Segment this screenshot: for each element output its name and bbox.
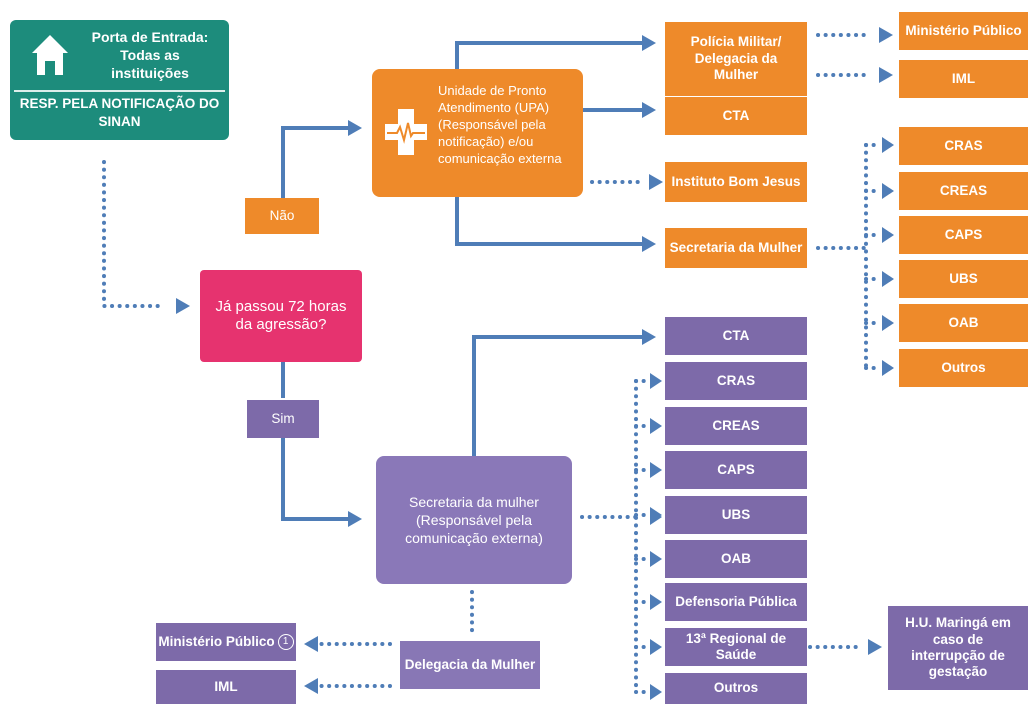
ubs-orange-box: UBS bbox=[899, 260, 1028, 298]
secretaria-mulher-box: Secretaria da mulher (Responsável pela c… bbox=[376, 456, 572, 584]
dotted-arrowheads bbox=[176, 27, 894, 700]
caps-purple-box: CAPS bbox=[665, 451, 807, 489]
upa-text: Unidade de Pronto Atendimento (UPA) (Res… bbox=[438, 83, 562, 166]
creas-orange-box: CREAS bbox=[899, 172, 1028, 210]
cras-orange-box: CRAS bbox=[899, 127, 1028, 165]
regional-saude-box: 13ª Regional de Saúde bbox=[665, 628, 807, 666]
upa-to-policia-line bbox=[455, 41, 644, 69]
delegacia-box: Delegacia da Mulher bbox=[400, 641, 540, 689]
cras-purple-box: CRAS bbox=[665, 362, 807, 400]
ubs-purple-box: UBS bbox=[665, 496, 807, 534]
no-branch-line bbox=[281, 126, 350, 198]
sim-to-secretaria-line bbox=[281, 438, 350, 521]
upa-box: Unidade de Pronto Atendimento (UPA) (Res… bbox=[372, 69, 583, 197]
ministerio-publico-purple-label: Ministério Público bbox=[158, 633, 275, 649]
solid-arrowheads bbox=[348, 35, 656, 527]
hospital-cross-icon bbox=[385, 109, 427, 155]
entry-subtitle: RESP. PELA NOTIFICAÇÃO DO SINAN bbox=[19, 96, 220, 129]
no-label: Não bbox=[245, 198, 319, 234]
iml-orange-box: IML bbox=[899, 60, 1028, 98]
upa-to-secretaria-line bbox=[455, 197, 644, 246]
outros-orange-box: Outros bbox=[899, 349, 1028, 387]
secretaria-to-cta-line bbox=[472, 335, 644, 456]
entry-header: Porta de Entrada: Todas as instituições bbox=[10, 20, 229, 90]
iml-purple-box: IML bbox=[156, 670, 296, 704]
cta-purple-box: CTA bbox=[665, 317, 807, 355]
defensoria-box: Defensoria Pública bbox=[665, 583, 807, 621]
yes-label: Sim bbox=[247, 400, 319, 438]
instituto-box: Instituto Bom Jesus bbox=[665, 162, 807, 202]
decision-box: Já passou 72 horas da agressão? bbox=[200, 270, 362, 362]
ministerio-publico-purple-box: Ministério Público 1 bbox=[156, 623, 296, 661]
entry-box: Porta de Entrada: Todas as instituições … bbox=[10, 20, 229, 140]
house-icon bbox=[32, 35, 68, 75]
solid-connectors bbox=[281, 41, 644, 521]
cta-orange-box: CTA bbox=[665, 97, 807, 135]
policia-box: Polícia Militar/ Delegacia da Mulher bbox=[665, 22, 807, 96]
caps-orange-box: CAPS bbox=[899, 216, 1028, 254]
hu-maringa-box: H.U. Maringá em caso de interrupção de g… bbox=[888, 606, 1028, 690]
dotted-connectors bbox=[102, 33, 882, 694]
ministerio-publico-orange-box: Ministério Público bbox=[899, 12, 1028, 50]
creas-purple-box: CREAS bbox=[665, 407, 807, 445]
oab-orange-box: OAB bbox=[899, 304, 1028, 342]
outros-purple-box: Outros bbox=[665, 673, 807, 704]
entry-title: Porta de Entrada: Todas as instituições bbox=[91, 28, 209, 82]
secretaria-orange-box: Secretaria da Mulher bbox=[665, 228, 807, 268]
oab-purple-box: OAB bbox=[665, 540, 807, 578]
footnote-marker: 1 bbox=[277, 634, 294, 650]
entry-divider bbox=[14, 90, 225, 92]
